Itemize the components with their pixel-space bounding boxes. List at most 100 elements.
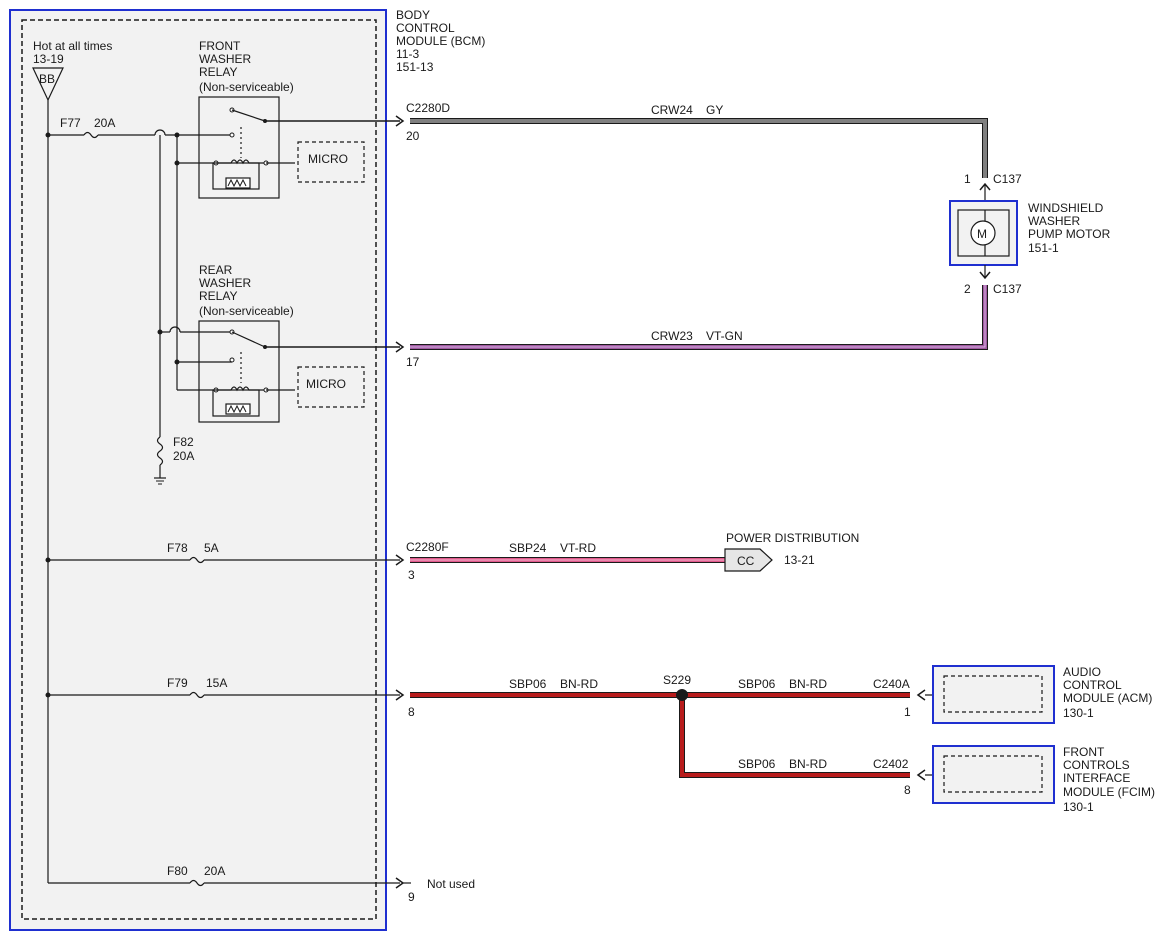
pump-title-1: WINDSHIELD <box>1028 201 1104 215</box>
micro-box <box>297 366 365 408</box>
acm-ref: 130-1 <box>1063 706 1094 720</box>
relay-coil-icon <box>216 386 266 392</box>
power-distribution-connector: CC <box>737 554 755 568</box>
sbp06-fcim-color: BN-RD <box>789 757 827 771</box>
sbp06-color: BN-RD <box>560 677 598 691</box>
sbp06-acm-label: SBP06 <box>738 677 776 691</box>
front-washer-relay: FRONT WASHER RELAY (Non-serviceable) MIC… <box>177 39 400 199</box>
crw23-label: CRW23 <box>651 329 693 343</box>
sbp06-fcim-label: SBP06 <box>738 757 776 771</box>
bcm-ref-2: 151-13 <box>396 60 434 74</box>
fuse-icon <box>189 879 205 887</box>
pump-title-3: PUMP MOTOR <box>1028 227 1111 241</box>
circuit-not-used: F80 20A Not used 9 <box>48 864 475 904</box>
acm-connector: C240A <box>873 677 910 691</box>
relay-box <box>198 96 280 199</box>
fcim-module: FRONT CONTROLS INTERFACE MODULE (FCIM) 1… <box>916 745 1155 814</box>
not-used-pin: 9 <box>408 890 415 904</box>
bcm-title-1: BODY <box>396 8 430 22</box>
relay-box <box>198 320 280 423</box>
sbp24-connector: C2280F <box>406 540 449 554</box>
windshield-washer-pump: 1 C137 M 2 C137 WINDSHIELD WASHER PUMP M… <box>949 172 1111 296</box>
connector-arrow-icon <box>916 689 926 701</box>
fuse-f78-name: F78 <box>167 541 188 555</box>
front-relay-title-4: (Non-serviceable) <box>199 80 294 94</box>
relay-coil-icon <box>216 159 266 165</box>
connector-arrow-icon <box>916 769 926 781</box>
bcm-module: BODY CONTROL MODULE (BCM) 11-3 151-13 <box>9 8 485 931</box>
fcim-ref: 130-1 <box>1063 800 1094 814</box>
front-relay-title-1: FRONT <box>199 39 241 53</box>
fuse-icon <box>189 691 205 699</box>
fcim-title-4: MODULE (FCIM) <box>1063 785 1155 799</box>
hot-label: Hot at all times <box>33 39 112 53</box>
acm-pin: 1 <box>904 705 911 719</box>
acm-title-3: MODULE (ACM) <box>1063 691 1152 705</box>
sbp06-acm-color: BN-RD <box>789 677 827 691</box>
fcim-outline <box>932 745 1055 804</box>
fuse-f80-name: F80 <box>167 864 188 878</box>
connector-arrow-icon <box>395 689 405 701</box>
circuit-crw24: C2280D 20 CRW24 GY <box>395 101 988 178</box>
connector-arrow-icon <box>395 341 405 353</box>
crw24-color: GY <box>706 103 723 117</box>
front-relay-title-3: RELAY <box>199 65 237 79</box>
fcim-title-2: CONTROLS <box>1063 758 1130 772</box>
fuse-f82: F82 20A <box>154 435 194 485</box>
fuse-f79-rating: 15A <box>206 676 227 690</box>
fuse-f77-rating: 20A <box>94 116 115 130</box>
sbp24-label: SBP24 <box>509 541 547 555</box>
bcm-title-2: CONTROL <box>396 21 455 35</box>
circuit-sbp24: F78 5A C2280F 3 SBP24 VT-RD CC POWER DIS… <box>48 531 859 582</box>
motor-icon <box>970 220 996 246</box>
hot-ref: 13-19 <box>33 52 64 66</box>
connector-arrow-icon <box>395 554 405 566</box>
sbp24-pin: 3 <box>408 568 415 582</box>
crw24-pin: 20 <box>406 129 420 143</box>
pump-pin-top: 1 <box>964 172 971 186</box>
bb-connector-icon <box>32 67 64 102</box>
power-source-bb: Hot at all times 13-19 BB <box>32 39 112 102</box>
acm-module: AUDIO CONTROL MODULE (ACM) 130-1 <box>916 665 1152 724</box>
fuse-f79-name: F79 <box>167 676 188 690</box>
bcm-title-3: MODULE (BCM) <box>396 34 485 48</box>
motor-symbol: M <box>977 227 987 241</box>
rear-relay-title-4: (Non-serviceable) <box>199 304 294 318</box>
sbp06-label: SBP06 <box>509 677 547 691</box>
acm-outline <box>932 665 1055 724</box>
relay-switch-icon <box>231 109 266 122</box>
splice-icon <box>676 689 688 701</box>
fcim-title-3: INTERFACE <box>1063 771 1130 785</box>
fuse-f78-rating: 5A <box>204 541 219 555</box>
pump-connector-top: C137 <box>993 172 1022 186</box>
micro-box <box>297 141 365 183</box>
fuse-f82-name: F82 <box>173 435 194 449</box>
bb-label: BB <box>39 72 55 86</box>
crw23-color: VT-GN <box>706 329 743 343</box>
rear-relay-title-2: WASHER <box>199 276 252 290</box>
acm-title-1: AUDIO <box>1063 665 1101 679</box>
connector-arrow-icon <box>979 271 991 280</box>
fuse-f77-name: F77 <box>60 116 81 130</box>
fuse-f80-rating: 20A <box>204 864 225 878</box>
acm-title-2: CONTROL <box>1063 678 1122 692</box>
rear-relay-micro: MICRO <box>306 377 346 391</box>
fuse-icon <box>83 131 99 139</box>
bcm-ref-1: 11-3 <box>396 47 419 61</box>
fuse-icon <box>156 436 164 466</box>
front-relay-title-2: WASHER <box>199 52 252 66</box>
wire-crossover-icon <box>169 326 181 333</box>
crw24-connector: C2280D <box>406 101 450 115</box>
fcim-title-1: FRONT <box>1063 745 1105 759</box>
front-relay-micro: MICRO <box>308 152 348 166</box>
pump-title-2: WASHER <box>1028 214 1081 228</box>
connector-arrow-icon <box>395 115 405 127</box>
pump-ref: 151-1 <box>1028 241 1059 255</box>
rear-washer-relay: REAR WASHER RELAY (Non-serviceable) MICR… <box>160 263 400 423</box>
bcm-internal-boundary <box>21 19 377 920</box>
not-used-label: Not used <box>427 877 475 891</box>
rear-relay-title-3: RELAY <box>199 289 237 303</box>
bcm-outline <box>9 9 387 931</box>
circuit-sbp06: F79 15A 8 SBP06 BN-RD S229 SBP06 BN-RD C… <box>48 673 911 797</box>
